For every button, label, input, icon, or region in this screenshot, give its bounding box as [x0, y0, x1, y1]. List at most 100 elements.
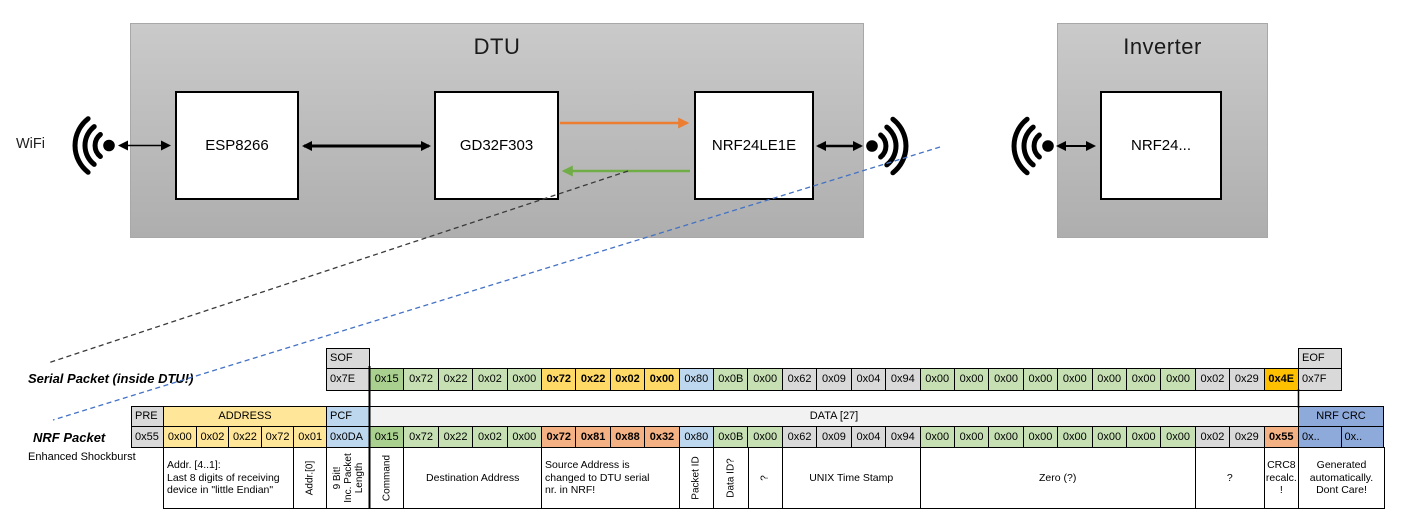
- nrf-byte-cell: 0x88: [610, 427, 645, 447]
- address-byte-cell: 0x01: [294, 427, 326, 447]
- enhanced-shockburst-label: Enhanced Shockburst: [28, 451, 136, 463]
- nrf-byte-cell: 0x00: [920, 427, 954, 447]
- nrf-crc-cell: 0x..: [1341, 427, 1383, 447]
- serial-byte-cell: 0x00: [1161, 369, 1195, 390]
- inverter-title: Inverter: [1123, 34, 1202, 59]
- dtu-antenna-icon: [866, 116, 909, 176]
- nrf-byte-cell: 0x02: [473, 427, 507, 447]
- address-byte-cell: 0x02: [196, 427, 229, 447]
- annotation-cell: Addr. [4..1]: Last 8 digits of receiving…: [163, 447, 295, 509]
- serial-byte-cell: 0x00: [1058, 369, 1092, 390]
- gd32f303-chip: GD32F303: [434, 91, 559, 200]
- nrf-byte-cell: 0x00: [989, 427, 1023, 447]
- annotation-cell: Generated automatically. Dont Care!: [1298, 447, 1385, 509]
- nrf-byte-cell: 0x0B: [714, 427, 748, 447]
- nrf24le1e-label: NRF24LE1E: [711, 137, 797, 154]
- serial-byte-cell: 0x00: [748, 369, 782, 390]
- nrf-byte-cell: 0x00: [954, 427, 989, 447]
- serial-byte-cell: 0x00: [954, 369, 989, 390]
- annotation-cell: Data ID?: [713, 447, 749, 509]
- nrf-crc-cell: 0x..: [1299, 427, 1341, 447]
- address-byte-cell: 0x72: [261, 427, 294, 447]
- nrf-byte-cell: 0x00: [1126, 427, 1161, 447]
- pre-header-cell: PRE: [131, 406, 164, 427]
- pcf-header-cell: PCF: [326, 406, 370, 427]
- eof-value-cell: 0x7F: [1298, 368, 1342, 391]
- nrf-byte-cell: 0x02: [1195, 427, 1230, 447]
- sof-header-cell: SOF: [326, 348, 370, 369]
- serial-packet-label: Serial Packet (inside DTU!): [28, 371, 194, 386]
- serial-byte-cell: 0x02: [473, 369, 507, 390]
- data-header-cell: DATA [27]: [369, 406, 1299, 427]
- nrf-byte-cell: 0x94: [886, 427, 920, 447]
- gd32f303-label: GD32F303: [459, 137, 534, 154]
- nrf-byte-cell: 0x04: [851, 427, 886, 447]
- serial-byte-cell: 0x02: [610, 369, 645, 390]
- nrf-byte-cell: 0x00: [748, 427, 782, 447]
- dtu-title: DTU: [473, 34, 521, 59]
- serial-byte-cell: 0x00: [1023, 369, 1058, 390]
- nrf-byte-cell: 0x81: [576, 427, 610, 447]
- nrf-crc-header-cell: NRF CRC: [1298, 406, 1384, 427]
- serial-byte-cell: 0x00: [989, 369, 1023, 390]
- nrf-byte-cell: 0x55: [1264, 427, 1298, 447]
- inverter-antenna-icon: [1011, 116, 1054, 176]
- wifi-icon: [72, 116, 115, 175]
- serial-byte-cell: 0x02: [1195, 369, 1230, 390]
- nrf-byte-cell: 0x09: [817, 427, 851, 447]
- serial-byte-cell: 0x04: [851, 369, 886, 390]
- annotation-cell: CRC8 recalc. !: [1263, 447, 1300, 509]
- nrf-byte-cell: 0x72: [542, 427, 576, 447]
- annotation-cell: ?: [1194, 447, 1265, 509]
- nrf-byte-cell: 0x00: [507, 427, 542, 447]
- serial-byte-cell: 0x15: [370, 369, 404, 390]
- nrf-byte-cell: 0x62: [782, 427, 817, 447]
- serial-byte-cell: 0x80: [679, 369, 714, 390]
- serial-byte-cell: 0x00: [645, 369, 679, 390]
- wifi-label: WiFi: [16, 136, 45, 152]
- annotation-cell: Zero (?): [919, 447, 1196, 509]
- serial-byte-cell: 0x22: [576, 369, 610, 390]
- serial-byte-cell: 0x94: [886, 369, 920, 390]
- nrf-byte-cell: 0x00: [1058, 427, 1092, 447]
- serial-byte-cell: 0x0B: [714, 369, 748, 390]
- nrf24le1e-chip: NRF24LE1E: [694, 91, 814, 200]
- pcf-value-cell: 0x0DA: [326, 426, 370, 448]
- nrf-crc-row: 0x..0x..: [1298, 426, 1384, 448]
- serial-byte-cell: 0x00: [1092, 369, 1126, 390]
- serial-byte-cell: 0x72: [542, 369, 576, 390]
- eof-header-cell: EOF: [1298, 348, 1342, 369]
- annotation-row: Addr. [4..1]: Last 8 digits of receiving…: [0, 447, 1406, 509]
- serial-byte-cell: 0x62: [782, 369, 817, 390]
- nrf-byte-cell: 0x72: [404, 427, 438, 447]
- nrf-byte-cell: 0x15: [370, 427, 404, 447]
- nrf-byte-cell: 0x00: [1092, 427, 1126, 447]
- serial-byte-cell: 0x00: [1126, 369, 1161, 390]
- annotation-cell: UNIX Time Stamp: [781, 447, 921, 509]
- annotation-cell: Source Address is changed to DTU serial …: [541, 447, 680, 509]
- nrf-byte-cell: 0x32: [645, 427, 679, 447]
- address-byte-cell: 0x22: [229, 427, 261, 447]
- serial-byte-cell: 0x22: [438, 369, 473, 390]
- nrf-byte-cell: 0x00: [1023, 427, 1058, 447]
- address-header-cell: ADDRESS: [163, 406, 327, 427]
- inverter-nrf24-label: NRF24...: [1130, 137, 1191, 154]
- nrf-byte-cell: 0x22: [438, 427, 473, 447]
- serial-byte-cell: 0x72: [404, 369, 438, 390]
- serial-byte-cell: 0x09: [817, 369, 851, 390]
- serial-byte-cell: 0x4E: [1264, 369, 1298, 390]
- annotation-cell: Addr.[0]: [293, 447, 327, 509]
- esp8266-label: ESP8266: [205, 137, 269, 154]
- annotation-cell: 9 Bit! Inc. Packet Length: [326, 447, 371, 509]
- annotation-cell: Destination Address: [403, 447, 543, 509]
- esp8266-chip: ESP8266: [175, 91, 299, 200]
- nrf-byte-cell: 0x00: [1161, 427, 1195, 447]
- serial-byte-cell: 0x00: [920, 369, 954, 390]
- serial-byte-cell: 0x00: [507, 369, 542, 390]
- annotation-cell: ?: [747, 447, 783, 509]
- nrf-byte-cell: 0x80: [679, 427, 714, 447]
- sof-value-cell: 0x7E: [326, 368, 370, 391]
